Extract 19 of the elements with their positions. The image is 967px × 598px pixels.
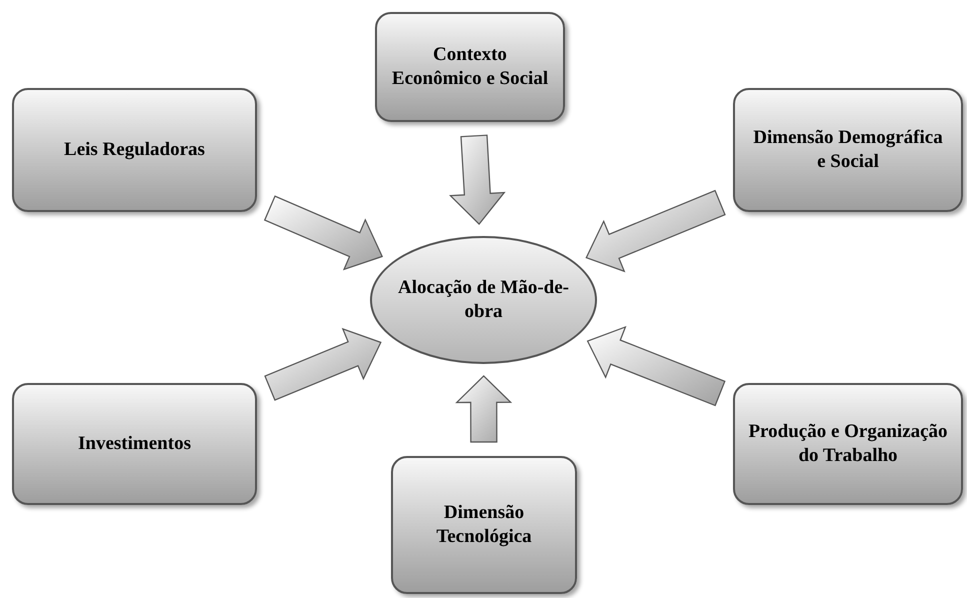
node-label: Investimentos	[78, 432, 191, 456]
block-arrow	[449, 134, 506, 225]
node-label: Produção e Organização do Trabalho	[747, 420, 949, 468]
block-arrow	[264, 328, 382, 401]
block-arrow	[455, 375, 512, 443]
rounded-box	[375, 12, 565, 122]
block-arrow	[586, 326, 726, 406]
node-label: Leis Reguladoras	[64, 138, 205, 162]
node-label: Dimensão Tecnológica	[435, 501, 533, 549]
rounded-box	[733, 383, 963, 505]
node-label: Contexto Econômico e Social	[390, 43, 550, 91]
rounded-box	[12, 88, 257, 212]
rounded-box	[391, 456, 577, 594]
rounded-box	[12, 383, 257, 505]
block-arrow	[585, 190, 726, 272]
node-label: Alocação de Mão-de-obra	[397, 276, 570, 324]
block-arrow	[264, 195, 384, 270]
node-label: Dimensão Demográfica e Social	[752, 126, 944, 174]
rounded-box	[733, 88, 963, 212]
